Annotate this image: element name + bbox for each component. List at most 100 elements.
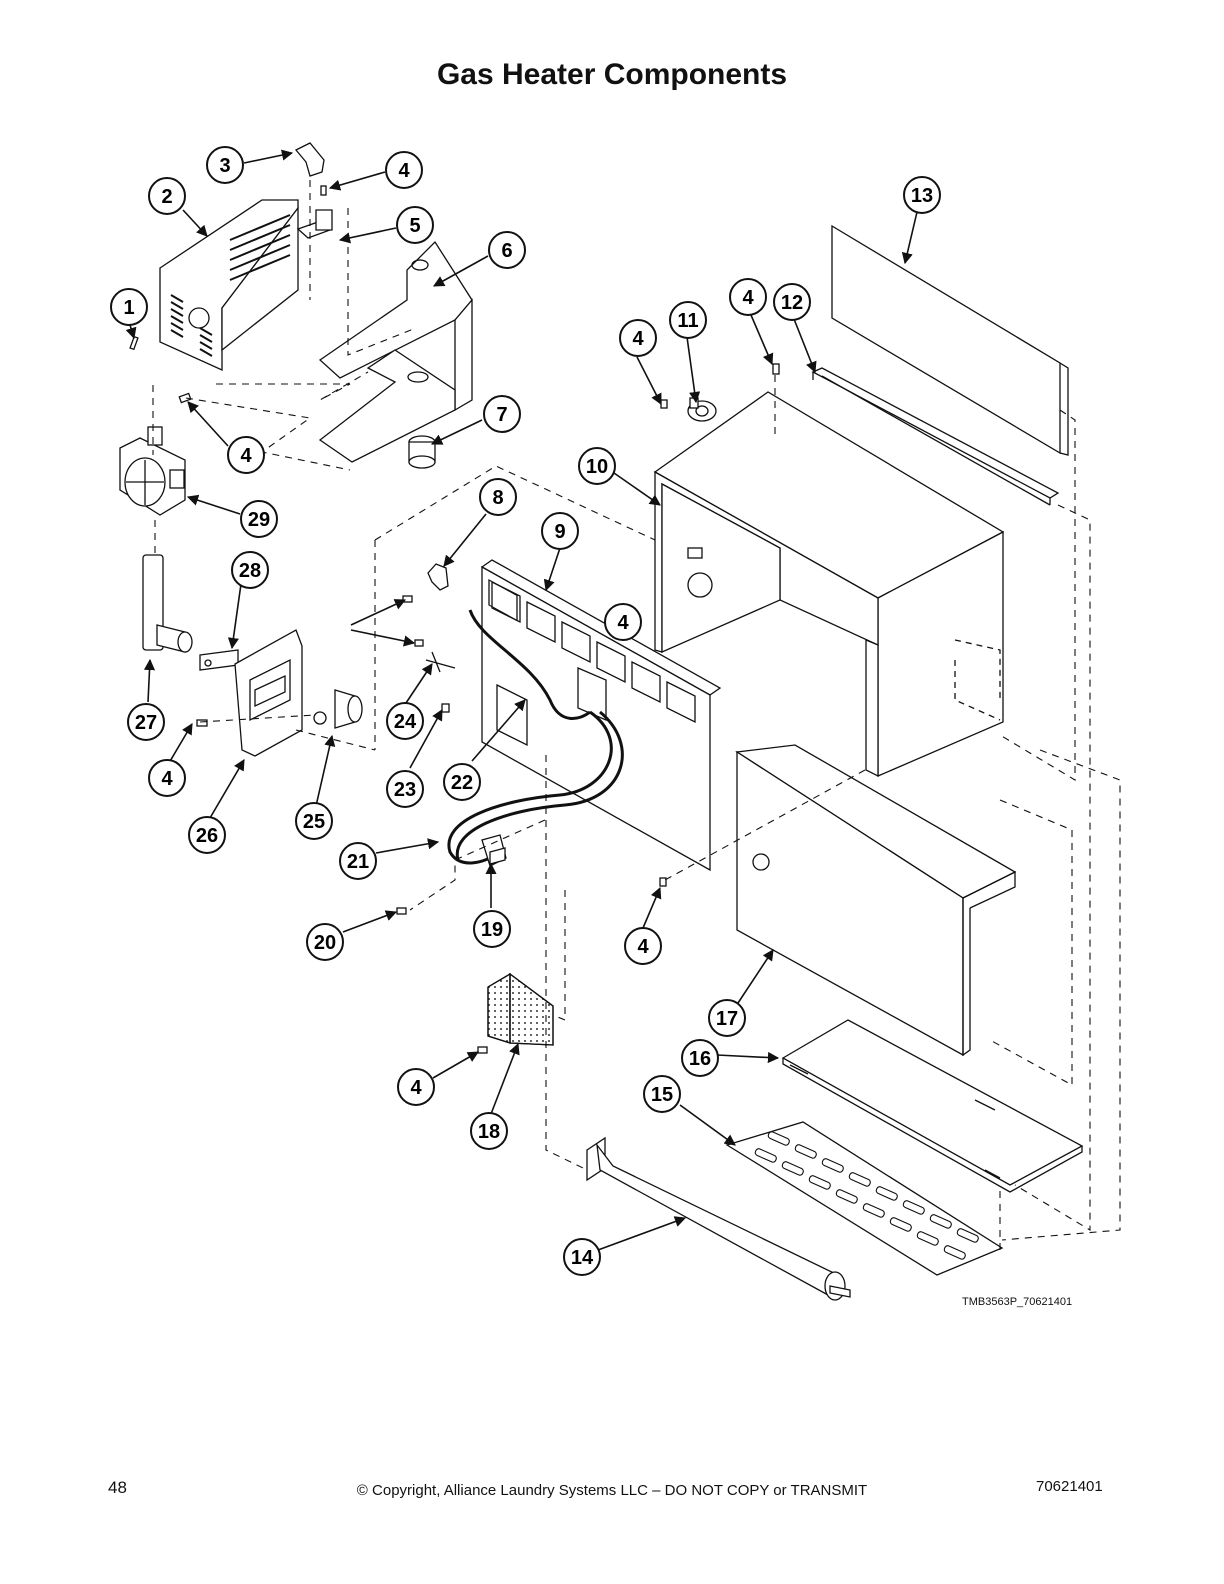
valve-bracket-part	[234, 629, 303, 757]
callout-2: 2	[148, 177, 186, 215]
page-number: 48	[108, 1478, 127, 1497]
callout-label: 15	[651, 1084, 673, 1106]
wiring-harness-part	[447, 609, 624, 865]
callout-10: 10	[578, 447, 616, 485]
callout-28: 28	[231, 551, 269, 589]
callout-13: 13	[903, 176, 941, 214]
callout-4: 4	[385, 151, 423, 189]
callout-label: 4	[410, 1077, 422, 1099]
heater-housing-part	[653, 391, 1005, 778]
callout-label: 19	[481, 919, 503, 941]
callout-label: 10	[586, 456, 608, 478]
callout-label: 27	[135, 712, 157, 734]
bracket-strip-part	[811, 367, 1060, 506]
callout-label: 21	[347, 851, 369, 873]
igniter-bracket-part	[577, 667, 607, 721]
callout-label: 5	[409, 215, 420, 237]
callout-8: 8	[479, 478, 517, 516]
drawing-id: TMB3563P_70621401	[962, 1296, 1073, 1308]
callout-label: 3	[219, 155, 230, 177]
callout-12: 12	[773, 283, 811, 321]
callout-4: 4	[729, 278, 767, 316]
callout-label: 14	[571, 1247, 594, 1269]
callout-label: 23	[394, 779, 416, 801]
pipe-tee-part	[142, 554, 193, 653]
filter-box-part	[487, 972, 554, 1046]
elbow-part	[294, 142, 325, 177]
callout-label: 20	[314, 932, 336, 954]
callout-27: 27	[127, 703, 165, 741]
copyright-notice: © Copyright, Alliance Laundry Systems LL…	[356, 1482, 868, 1499]
bottom-tray-part	[781, 1019, 1084, 1193]
callout-18: 18	[470, 1112, 508, 1150]
upper-shroud-part	[159, 199, 299, 372]
callout-4: 4	[227, 436, 265, 474]
burner-tube-part	[586, 1136, 851, 1301]
callout-label: 4	[742, 287, 754, 309]
callout-17: 17	[708, 999, 746, 1037]
callout-label: 18	[478, 1121, 500, 1143]
callout-label: 24	[394, 711, 417, 733]
callout-9: 9	[541, 512, 579, 550]
callout-label: 13	[911, 185, 933, 207]
callout-4: 4	[624, 927, 662, 965]
callout-16: 16	[681, 1039, 719, 1077]
callout-label: 26	[196, 825, 218, 847]
clamp-part	[427, 563, 449, 591]
callout-label: 4	[240, 445, 252, 467]
callout-label: 29	[248, 509, 270, 531]
page-title: Gas Heater Components	[436, 58, 788, 91]
small-plate-part	[199, 649, 239, 671]
screws	[129, 185, 780, 1054]
callout-4: 4	[619, 319, 657, 357]
callout-26: 26	[188, 816, 226, 854]
callout-label: 6	[501, 240, 512, 262]
top-panel-part	[831, 224, 1069, 456]
callout-24: 24	[386, 702, 424, 740]
callout-label: 11	[677, 310, 698, 332]
callout-20: 20	[306, 923, 344, 961]
callout-3: 3	[206, 146, 244, 184]
callout-label: 17	[716, 1008, 738, 1030]
gas-fitting-part	[408, 435, 436, 469]
callout-label: 16	[689, 1048, 711, 1070]
callout-label: 28	[239, 560, 261, 582]
burner-plate-part	[725, 1121, 1004, 1276]
callout-label: 12	[781, 292, 803, 314]
bracket-clip-part	[296, 209, 333, 239]
lower-shroud-part	[318, 240, 473, 463]
callout-label: 8	[492, 487, 503, 509]
callout-6: 6	[488, 231, 526, 269]
callout-label: 25	[303, 811, 325, 833]
callout-21: 21	[339, 842, 377, 880]
callout-label: 4	[398, 160, 410, 182]
callout-22: 22	[443, 763, 481, 801]
callout-label: 4	[632, 328, 644, 350]
igniter-part	[425, 651, 456, 673]
callout-23: 23	[386, 770, 424, 808]
callout-7: 7	[483, 395, 521, 433]
callout-leaders	[125, 149, 918, 1251]
callout-4: 4	[148, 759, 186, 797]
assembly-guide-lines	[152, 180, 1121, 1250]
sensor-part	[481, 834, 507, 867]
callout-label: 4	[161, 768, 173, 790]
blower-part	[687, 397, 717, 422]
callout-25: 25	[295, 802, 333, 840]
callout-label: 9	[554, 521, 565, 543]
callout-11: 11	[669, 301, 707, 339]
knob-part	[313, 689, 363, 729]
callout-19: 19	[473, 910, 511, 948]
callout-1: 1	[110, 288, 148, 326]
callout-label: 4	[637, 936, 649, 958]
callout-label: 7	[496, 404, 507, 426]
callout-label: 2	[161, 186, 172, 208]
document-number: 70621401	[1036, 1478, 1103, 1495]
callout-4: 4	[604, 603, 642, 641]
cover-box-part	[735, 744, 1017, 1057]
callout-label: 22	[451, 772, 473, 794]
callout-29: 29	[240, 500, 278, 538]
callout-5: 5	[396, 206, 434, 244]
